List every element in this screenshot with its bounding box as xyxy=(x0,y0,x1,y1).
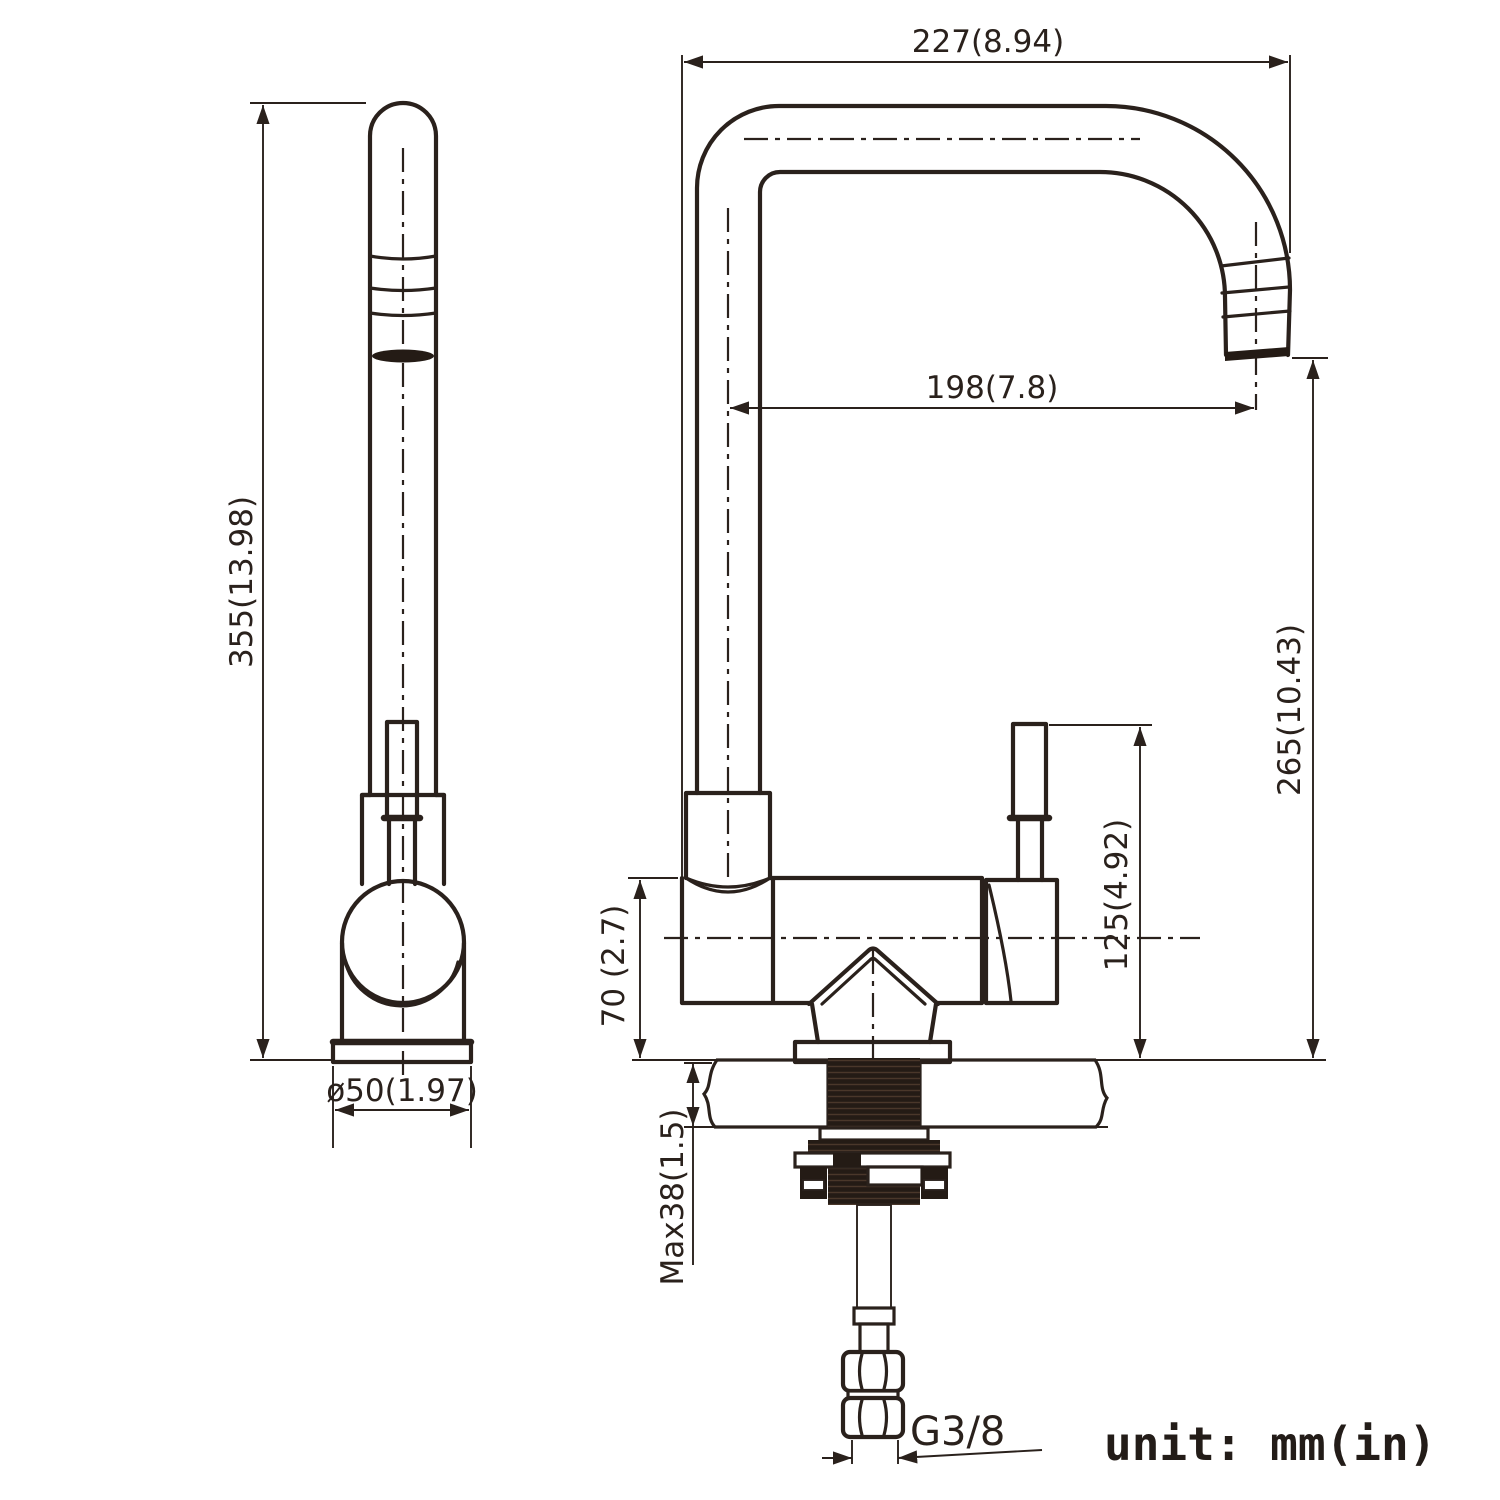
dim-base-diameter: ø50(1.97) xyxy=(326,1066,478,1148)
side-swivel-circle xyxy=(339,878,467,1008)
dim-total-height: 355(13.98) xyxy=(224,102,366,1061)
washer xyxy=(818,1126,930,1142)
countertop xyxy=(632,1058,1326,1129)
hose-tube xyxy=(858,1322,890,1354)
handle-lever xyxy=(1010,721,1049,821)
handle-joint-line xyxy=(987,883,1013,1003)
spout-outer-curve xyxy=(694,103,1293,796)
faucet-side-view xyxy=(329,100,475,1080)
dim-spout-reach: 198(7.8) xyxy=(730,370,1254,415)
unit-note: unit: mm(in) xyxy=(1104,1417,1436,1471)
mount-cone-outer xyxy=(806,946,941,1007)
side-spout-bands xyxy=(368,254,438,363)
dim-label-spout-reach: 198(7.8) xyxy=(926,370,1059,406)
dim-label-body-height: 70 (2.7) xyxy=(596,905,632,1028)
dim-label-inlet-thread: G3/8 xyxy=(910,1409,1005,1455)
dim-label-handle-height: 125(4.92) xyxy=(1099,819,1135,971)
spout-outlet xyxy=(1219,256,1292,361)
dim-spout-height: 265(10.43) xyxy=(1272,357,1328,1058)
side-spout-lens xyxy=(372,349,434,363)
faucet-body xyxy=(679,875,985,1065)
dim-overall-width: 227(8.94) xyxy=(681,24,1291,876)
side-base-flange xyxy=(329,1038,475,1065)
dim-label-deck-thickness: Max38(1.5) xyxy=(655,1108,691,1285)
spout-inner-curve xyxy=(757,169,1229,796)
riser-collar xyxy=(683,790,773,894)
dim-label-base-diameter: ø50(1.97) xyxy=(326,1073,478,1109)
dim-inlet-thread: G3/8 xyxy=(822,1409,1043,1465)
mount-cone-inner xyxy=(820,956,927,1006)
nut-flange xyxy=(808,1140,940,1153)
front-handle xyxy=(983,721,1060,1006)
nut-window xyxy=(866,1165,924,1187)
dim-label-total-height: 355(13.98) xyxy=(224,496,260,668)
dim-label-overall-width: 227(8.94) xyxy=(912,24,1064,60)
dim-handle-height: 125(4.92) xyxy=(1049,724,1152,1058)
hex-fitting-upper xyxy=(840,1349,906,1394)
supply-hose xyxy=(840,1204,906,1440)
faucet-front-view xyxy=(632,103,1326,1440)
side-spout-tube xyxy=(367,100,439,798)
dim-deck-thickness: Max38(1.5) xyxy=(655,1062,712,1286)
counter-right-piece xyxy=(918,1058,1109,1129)
braided-hose xyxy=(856,1204,892,1309)
hex-fitting-lower xyxy=(840,1395,906,1440)
mounting-hardware xyxy=(793,1058,952,1205)
dimension-annotations: 227(8.94) 198(7.8) 355(13.98) 265(10.43)… xyxy=(224,24,1328,1465)
mounting-bracket xyxy=(793,1151,952,1169)
side-body xyxy=(339,792,467,1045)
dim-body-height: 70 (2.7) xyxy=(596,877,678,1058)
handle-base-block xyxy=(983,877,1060,1006)
dim-label-spout-height: 265(10.43) xyxy=(1272,624,1308,796)
counter-left-piece xyxy=(701,1058,830,1129)
front-centerlines xyxy=(664,137,1258,1150)
side-handle xyxy=(380,719,424,887)
hose-ferrule xyxy=(852,1306,896,1326)
